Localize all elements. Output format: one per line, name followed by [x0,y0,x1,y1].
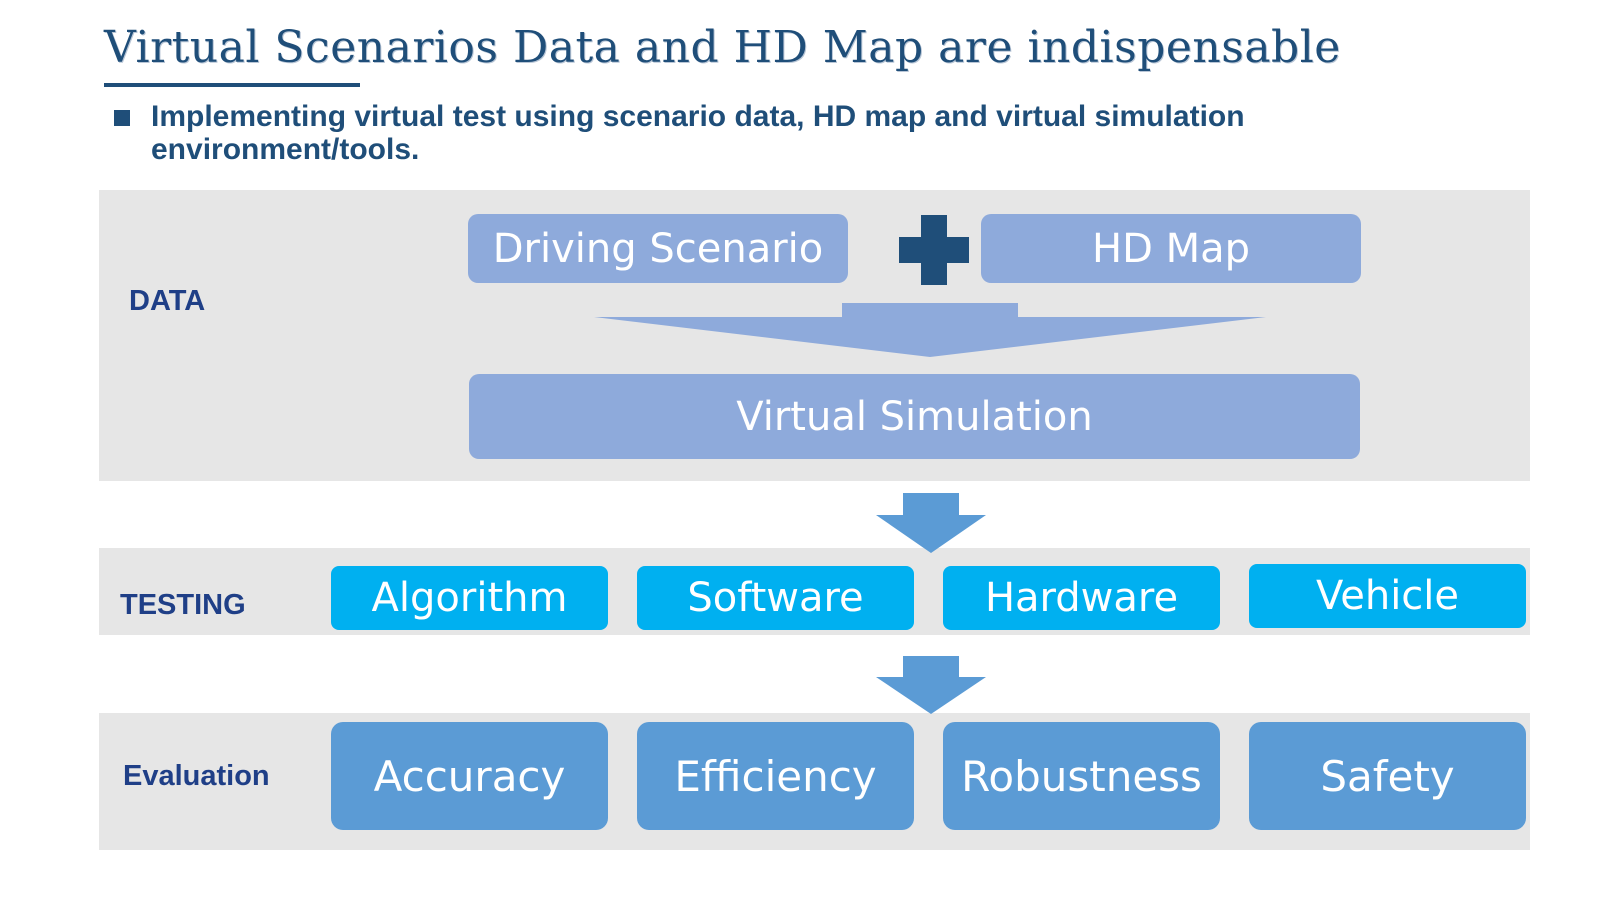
page-title: Virtual Scenarios Data and HD Map are in… [104,22,1341,73]
evaluation-box-safety: Safety [1249,722,1526,830]
merge-arrow-shape [594,303,1266,357]
arrow-down-shape [876,493,986,553]
merge-arrow-icon [594,303,1266,357]
testing-box-hardware: Hardware [943,566,1220,630]
row-label-evaluation: Evaluation [123,760,270,792]
bullet-text: Implementing virtual test using scenario… [151,100,1245,166]
testing-box-algorithm: Algorithm [331,566,608,630]
plus-icon [899,215,969,285]
evaluation-box-robustness: Robustness [943,722,1220,830]
plus-icon-shape [899,215,969,285]
row-label-testing: TESTING [120,589,246,621]
bullet-square-icon [114,110,130,126]
title-underline [104,83,360,87]
driving-scenario-box: Driving Scenario [468,214,848,283]
row-label-data: DATA [129,285,206,317]
virtual-simulation-box: Virtual Simulation [469,374,1360,459]
arrow-down-icon [876,656,986,714]
testing-box-software: Software [637,566,914,630]
arrow-down-shape [876,656,986,714]
hd-map-box: HD Map [981,214,1361,283]
arrow-down-icon [876,493,986,553]
evaluation-box-efficiency: Efficiency [637,722,914,830]
testing-box-vehicle: Vehicle [1249,564,1526,628]
evaluation-box-accuracy: Accuracy [331,722,608,830]
